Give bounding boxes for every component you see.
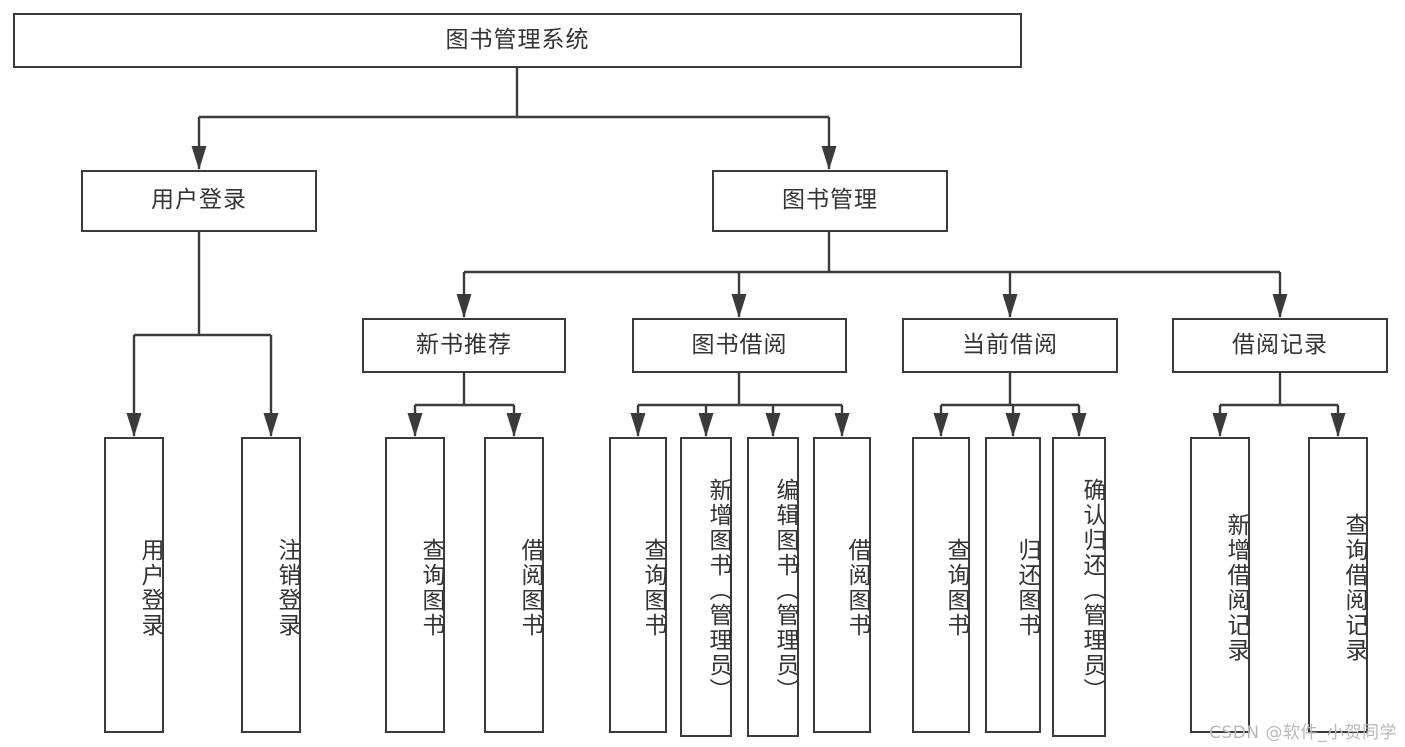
- connector-arrow: [126, 335, 142, 437]
- node-leaf-borrow-book[interactable]: 借阅图书: [813, 437, 871, 733]
- connector-arrow: [1002, 272, 1018, 318]
- node-label: 当前借阅: [962, 331, 1058, 358]
- node-label: 图书管理系统: [445, 26, 590, 53]
- node-root[interactable]: 图书管理系统: [13, 13, 1022, 68]
- node-label: 归还图书: [1014, 538, 1040, 638]
- node-label: 图书管理: [782, 187, 878, 214]
- connector-arrow: [506, 405, 522, 437]
- connector-arrow: [1272, 272, 1288, 318]
- node-label: 查询图书: [943, 538, 969, 638]
- node-label: 新书推荐: [416, 331, 512, 358]
- node-label: 查询图书: [418, 538, 444, 638]
- node-label: 用户登录: [137, 538, 163, 638]
- node-label: 新增图书（管理员）: [705, 477, 731, 703]
- node-leaf-query-book-borrow[interactable]: 查询图书: [609, 437, 667, 733]
- node-label: 借阅图书: [844, 538, 870, 638]
- connector-arrow: [1005, 405, 1021, 437]
- connector-arrow: [1071, 405, 1087, 437]
- node-new-book-recommend[interactable]: 新书推荐: [362, 318, 566, 373]
- node-leaf-add-book-admin[interactable]: 新增图书（管理员）: [680, 437, 732, 737]
- node-label: 确认归还（管理员）: [1079, 477, 1105, 703]
- node-leaf-return-book[interactable]: 归还图书: [985, 437, 1041, 733]
- connector-arrow: [765, 405, 781, 437]
- connector-arrow: [630, 405, 646, 437]
- connector-arrow: [456, 272, 472, 318]
- connector-arrow: [1330, 405, 1346, 437]
- connector-arrow: [191, 117, 207, 170]
- node-leaf-user-login[interactable]: 用户登录: [104, 437, 164, 733]
- connector-arrow: [698, 405, 714, 437]
- node-label: 图书借阅: [691, 331, 788, 358]
- node-label: 借阅图书: [517, 538, 543, 638]
- node-label: 查询借阅记录: [1341, 513, 1367, 663]
- node-leaf-logout[interactable]: 注销登录: [241, 437, 301, 733]
- node-book-borrow[interactable]: 图书借阅: [632, 318, 847, 373]
- node-label: 新增借阅记录: [1223, 513, 1249, 663]
- node-current-borrow[interactable]: 当前借阅: [902, 318, 1118, 373]
- connector-arrow: [263, 335, 279, 437]
- node-leaf-confirm-return-admin[interactable]: 确认归还（管理员）: [1052, 437, 1106, 737]
- node-label: 注销登录: [274, 538, 300, 638]
- node-user-login[interactable]: 用户登录: [81, 170, 317, 232]
- node-borrow-record[interactable]: 借阅记录: [1172, 318, 1388, 373]
- connector-arrow: [407, 405, 423, 437]
- connector-arrow: [731, 272, 747, 318]
- node-label: 编辑图书（管理员）: [772, 477, 798, 703]
- node-label: 借阅记录: [1232, 331, 1328, 358]
- connector-arrow: [1212, 405, 1228, 437]
- node-leaf-borrow-book-recommend[interactable]: 借阅图书: [484, 437, 544, 733]
- node-leaf-query-book-current[interactable]: 查询图书: [912, 437, 970, 733]
- connector-arrow: [821, 117, 837, 170]
- connector-arrow: [834, 405, 850, 437]
- node-book-management[interactable]: 图书管理: [712, 170, 948, 232]
- node-leaf-query-borrow-record[interactable]: 查询借阅记录: [1308, 437, 1368, 733]
- node-label: 用户登录: [151, 187, 247, 214]
- connector-arrow: [933, 405, 949, 437]
- node-label: 查询图书: [640, 538, 666, 638]
- node-leaf-add-borrow-record[interactable]: 新增借阅记录: [1190, 437, 1250, 733]
- node-leaf-query-book-recommend[interactable]: 查询图书: [385, 437, 445, 733]
- watermark-text: CSDN @软件_小贺同学: [1209, 723, 1397, 743]
- node-leaf-edit-book-admin[interactable]: 编辑图书（管理员）: [747, 437, 799, 737]
